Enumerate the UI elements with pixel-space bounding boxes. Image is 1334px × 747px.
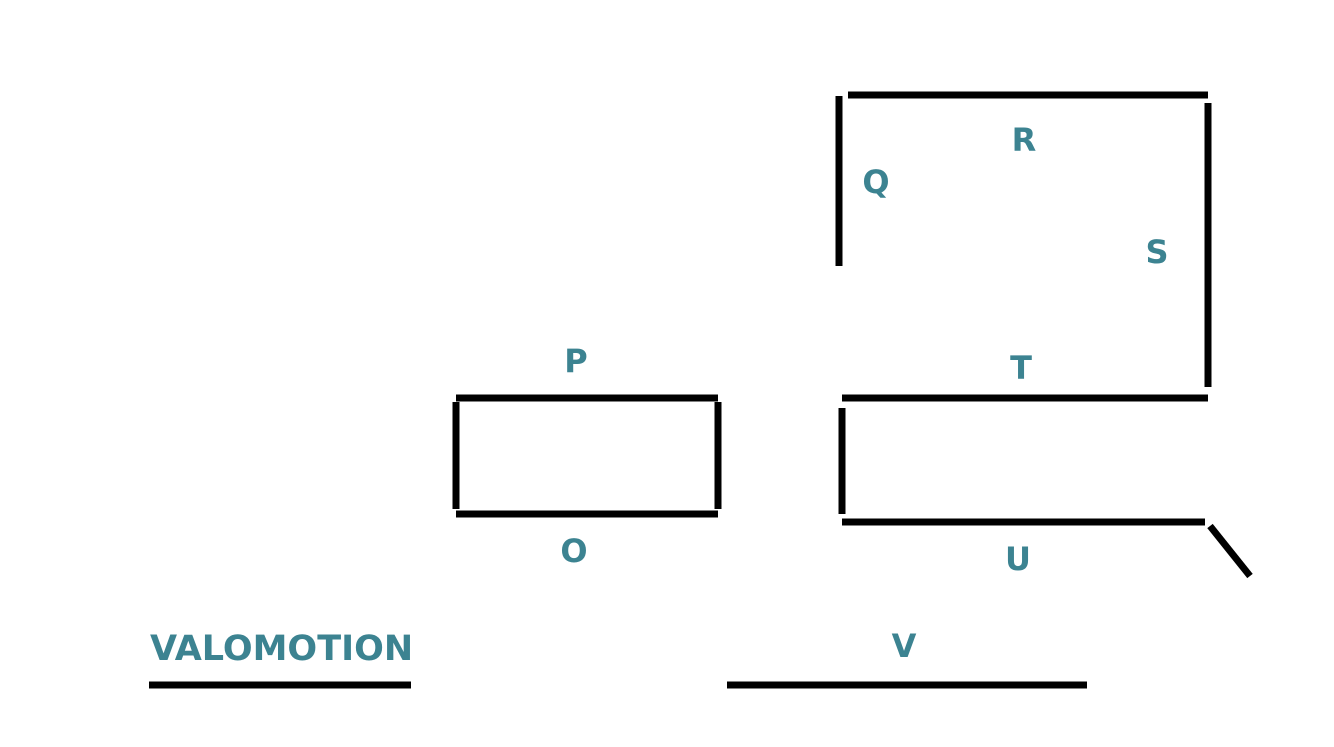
- label-q: Q: [862, 163, 890, 201]
- label-o: O: [560, 532, 588, 570]
- label-t: T: [1010, 349, 1032, 387]
- label-u: U: [1005, 540, 1031, 578]
- label-r: R: [1011, 121, 1037, 159]
- label-p: P: [564, 342, 588, 380]
- brand-logo-text: VALOMOTION: [150, 629, 414, 669]
- label-s: S: [1145, 233, 1169, 271]
- wall-diagonal: [1207, 523, 1253, 579]
- label-v: V: [891, 627, 917, 665]
